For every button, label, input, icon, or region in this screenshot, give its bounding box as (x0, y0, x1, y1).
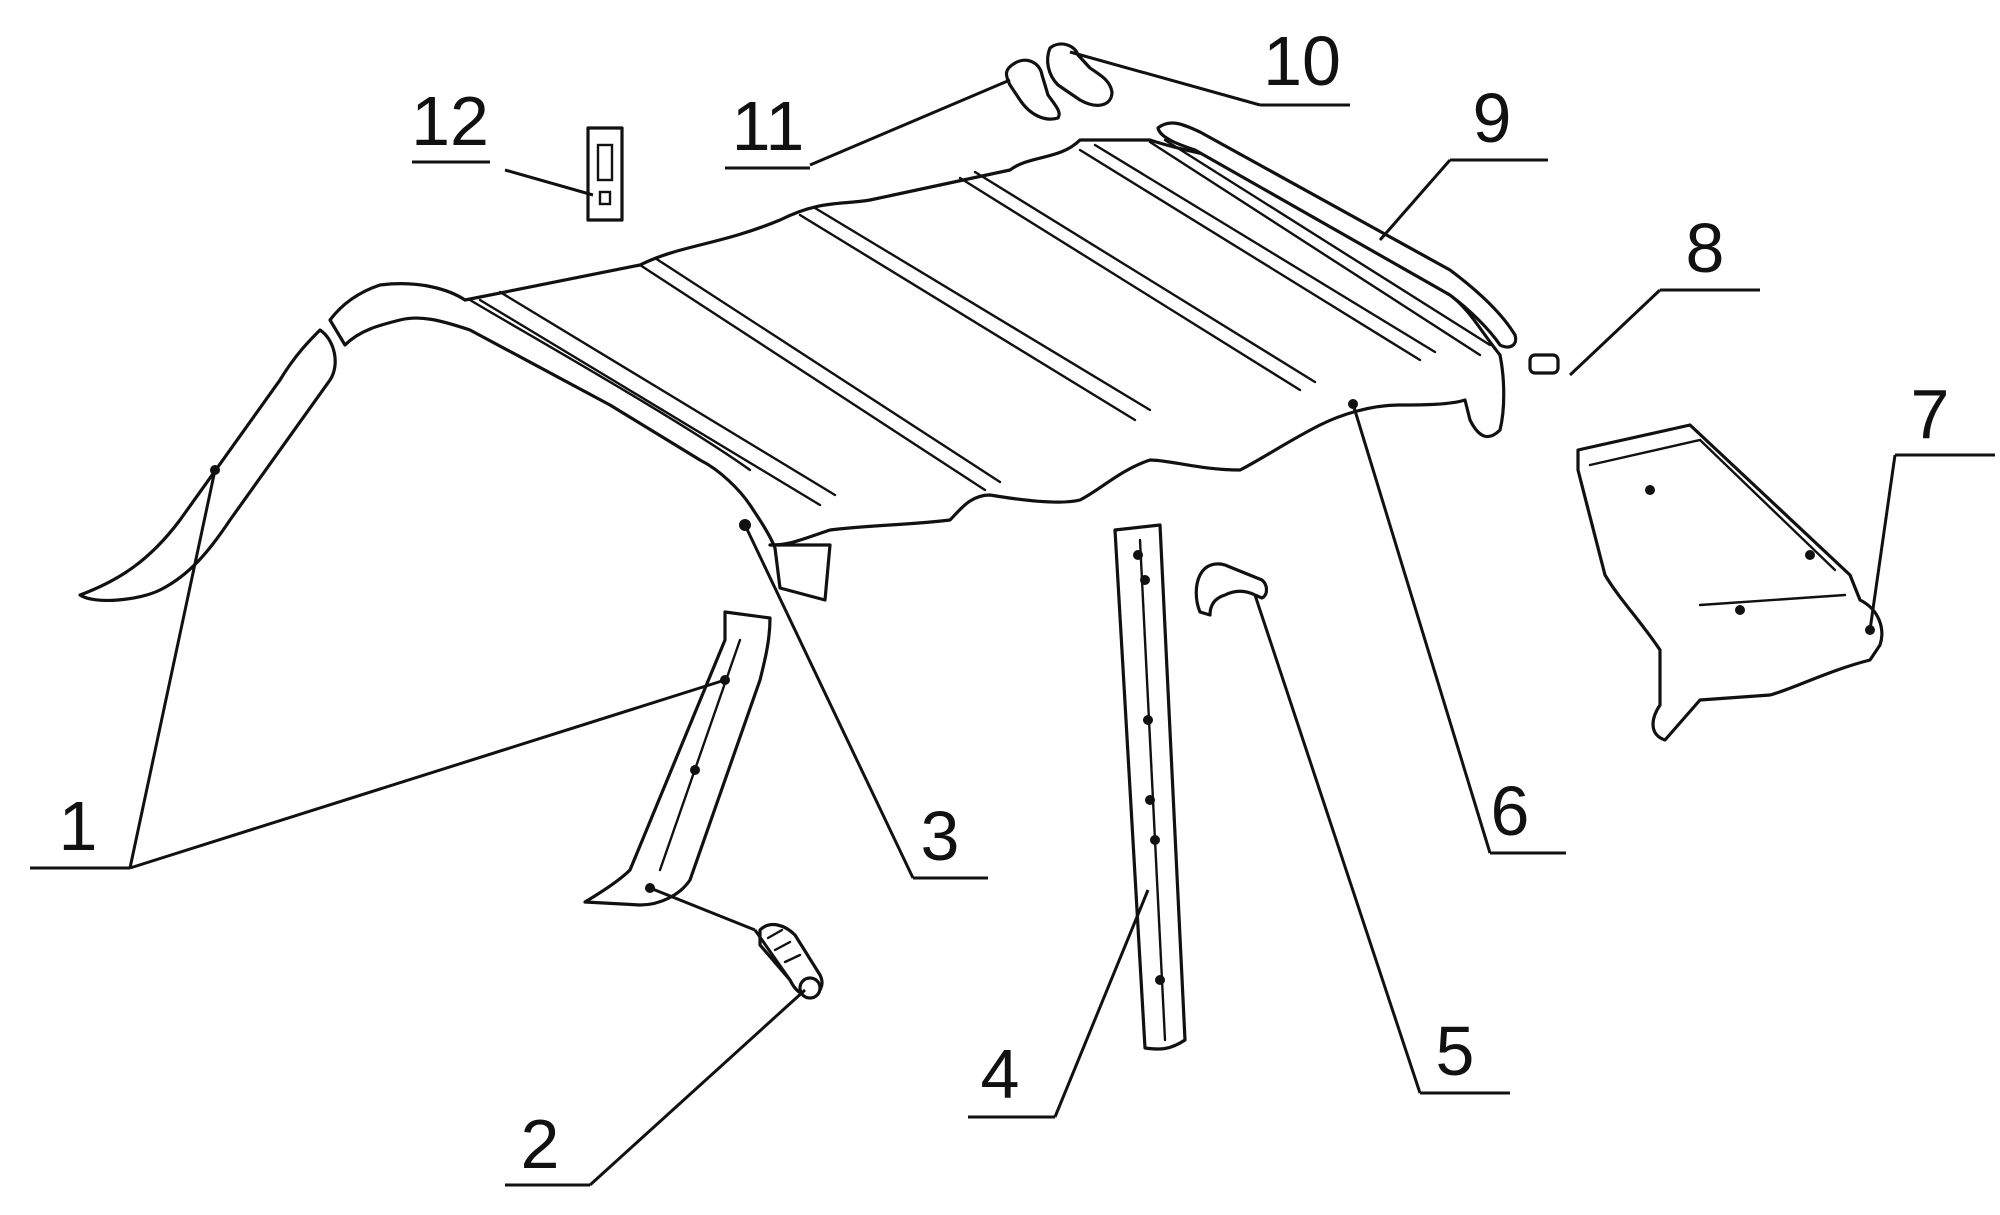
callout-labels: 1 2 3 4 5 6 7 8 9 10 11 12 (59, 22, 1950, 1183)
callout-9: 9 (1473, 79, 1512, 157)
pillar-trim-left (78, 328, 337, 603)
callout-3: 3 (921, 797, 960, 875)
callout-2: 2 (521, 1105, 560, 1183)
switch-plate-part (586, 126, 624, 222)
callout-6: 6 (1491, 772, 1530, 850)
callout-8: 8 (1686, 209, 1725, 287)
handle-part-10 (1046, 42, 1114, 107)
callout-5: 5 (1436, 1012, 1475, 1090)
rail-part (1113, 523, 1187, 1051)
pillar-trim-center (583, 610, 772, 907)
callout-1: 1 (59, 787, 98, 865)
callout-12: 12 (411, 82, 489, 160)
rear-trim-strip (1156, 121, 1518, 349)
screw-part (758, 922, 824, 1000)
callout-4: 4 (981, 1035, 1020, 1113)
bracket-part (1576, 423, 1884, 742)
fastener-part (1528, 353, 1560, 375)
clip-part (1194, 562, 1269, 617)
headliner-panel (328, 138, 1506, 602)
leader-lines (30, 50, 1995, 1187)
callout-7: 7 (1911, 375, 1950, 453)
callout-10: 10 (1263, 22, 1341, 100)
handle-part-11 (1004, 58, 1061, 121)
callout-11: 11 (732, 87, 805, 165)
